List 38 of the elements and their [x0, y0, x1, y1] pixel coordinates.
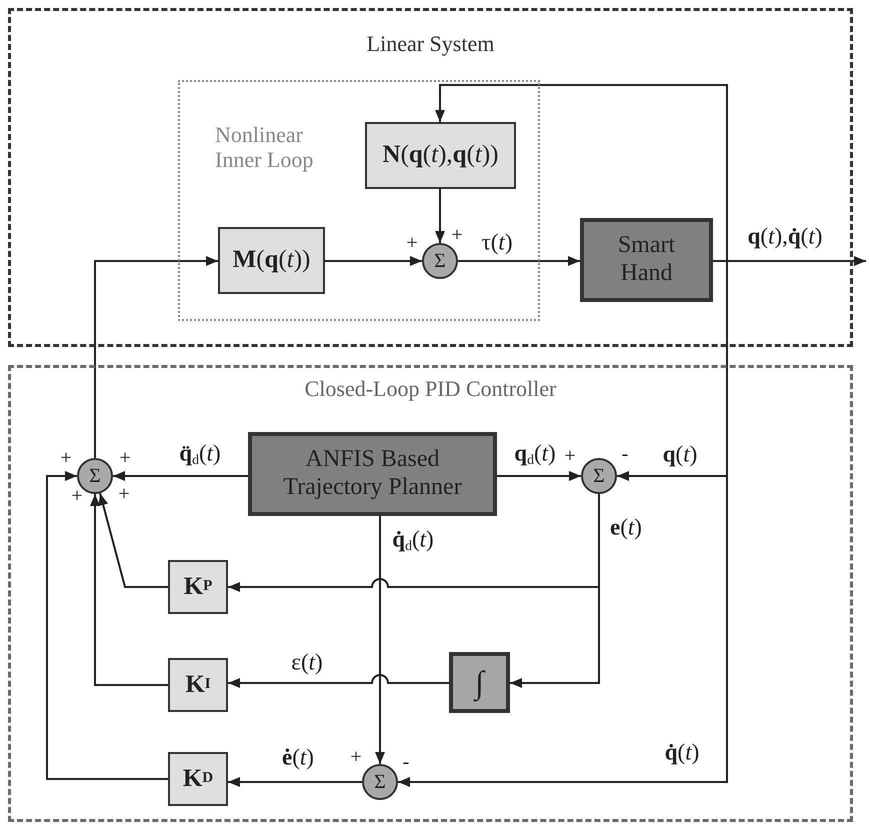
- sign-label: +: [60, 448, 72, 468]
- summing-junction: Σ: [77, 458, 113, 494]
- arrow: [90, 494, 168, 686]
- sign-label: +: [118, 484, 130, 504]
- arrow: [398, 260, 728, 787]
- group-frame: [8, 8, 853, 347]
- arrow: [435, 189, 445, 243]
- sign-label: +: [564, 446, 576, 466]
- summing-junction: Σ: [422, 243, 458, 279]
- sign-label: +: [350, 747, 362, 767]
- block-box: M(q(t)): [218, 227, 325, 294]
- arrow: [94, 256, 218, 458]
- arrow: [113, 471, 248, 481]
- arrow: [375, 516, 385, 764]
- group-frame: [178, 80, 540, 321]
- arrow: [510, 494, 600, 688]
- arrow: [435, 84, 728, 262]
- sign-label: -: [402, 752, 410, 772]
- integrator-block: ∫: [449, 652, 510, 713]
- arrow: [228, 777, 362, 787]
- sign-label: +: [119, 448, 131, 468]
- arrow: [98, 493, 168, 588]
- arrow: [46, 471, 168, 780]
- block-box: Smart Hand: [580, 218, 713, 302]
- group-title: Nonlinear Inner Loop: [215, 122, 314, 173]
- arrow: [325, 256, 422, 266]
- arrow: [458, 256, 580, 266]
- arrow: [497, 471, 581, 481]
- block-box: N(q(t),q(t)): [365, 122, 516, 189]
- summing-junction: Σ: [581, 458, 617, 494]
- group-title: Closed-Loop PID Controller: [304, 376, 556, 402]
- sign-label: +: [406, 233, 418, 253]
- block-box: ANFIS Based Trajectory Planner: [248, 432, 497, 516]
- summing-junction: Σ: [362, 764, 398, 800]
- sign-label: -: [622, 444, 628, 464]
- sign-label: +: [451, 225, 463, 245]
- arrow: [228, 674, 449, 688]
- group-title: Linear System: [366, 31, 494, 56]
